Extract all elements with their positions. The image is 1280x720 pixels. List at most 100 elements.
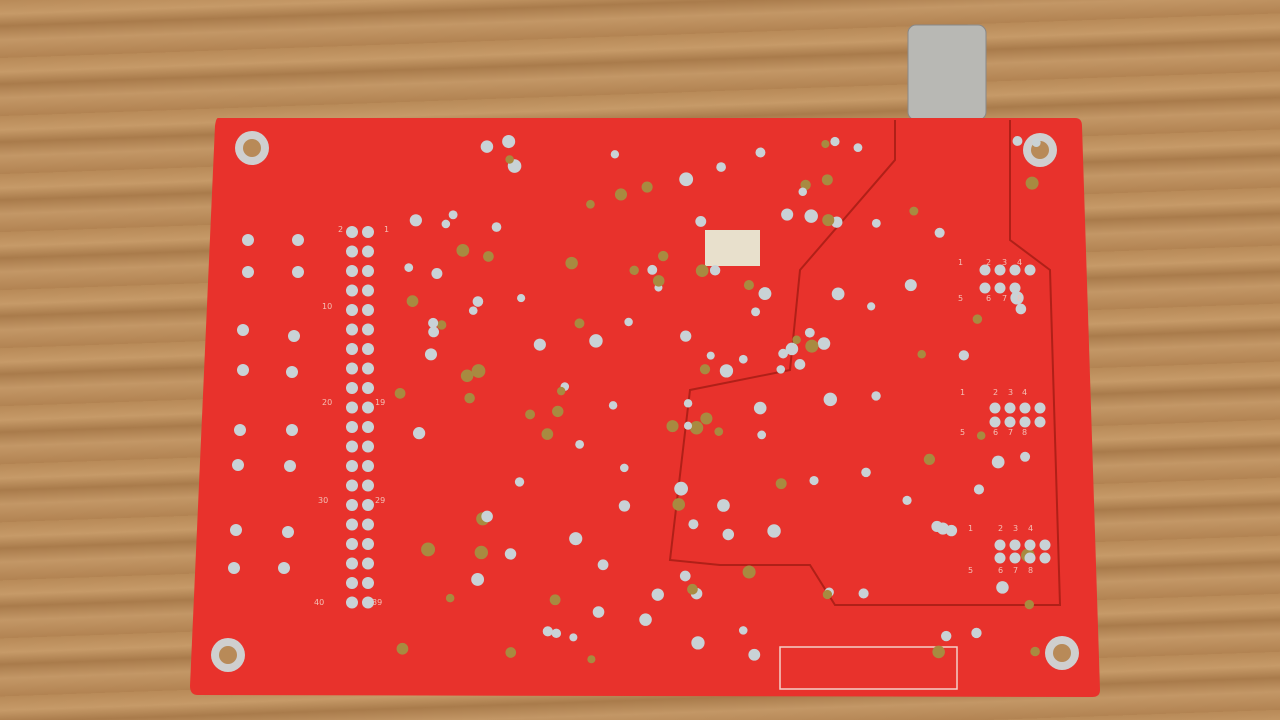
header-pad xyxy=(362,460,374,472)
solder-pad xyxy=(817,337,831,350)
solder-pad xyxy=(679,570,691,582)
header-pad xyxy=(346,421,358,433)
header-pad xyxy=(362,304,374,316)
solder-pad xyxy=(428,326,440,338)
solder-pad xyxy=(1025,176,1039,190)
solder-pad xyxy=(683,399,693,408)
solder-pad xyxy=(505,155,514,164)
solder-pad xyxy=(569,633,578,642)
solder-pad xyxy=(923,453,936,466)
solder-pad xyxy=(823,392,838,407)
connector-pad xyxy=(1009,539,1021,551)
solder-pad xyxy=(533,338,546,351)
solder-pad xyxy=(504,548,517,560)
solder-pad xyxy=(464,392,475,404)
solder-pad xyxy=(909,206,919,216)
solder-pad xyxy=(586,199,595,209)
connector-pad xyxy=(1024,552,1036,564)
header-pad xyxy=(362,499,374,511)
solder-pad xyxy=(775,478,787,490)
solder-pad xyxy=(614,188,628,201)
solder-pad xyxy=(679,172,694,187)
connector-pad xyxy=(1024,539,1036,551)
solder-pad xyxy=(424,348,438,361)
solder-pad xyxy=(1010,291,1024,305)
header-pad xyxy=(346,538,358,550)
solder-pad xyxy=(284,460,296,472)
solder-pad xyxy=(785,342,799,356)
header-pad xyxy=(362,596,374,609)
block1-label-7: 7 xyxy=(1002,294,1008,303)
header-pad xyxy=(362,343,374,355)
solder-pad xyxy=(672,498,686,511)
connector-pad xyxy=(1039,539,1051,551)
connector-pad xyxy=(979,282,991,294)
block3-label-3: 3 xyxy=(1013,524,1019,533)
solder-pad xyxy=(831,287,845,301)
solder-pad xyxy=(1020,451,1031,462)
solder-pad xyxy=(406,295,419,307)
header-pad xyxy=(362,479,374,492)
solder-pad xyxy=(991,455,1005,469)
solder-pad xyxy=(804,209,818,223)
header-pad xyxy=(362,382,374,394)
solder-pad xyxy=(798,187,808,196)
solder-pad xyxy=(861,467,871,478)
header-pad xyxy=(346,284,358,297)
solder-pad xyxy=(624,317,633,327)
pcb-board xyxy=(190,118,1100,697)
connector-pad xyxy=(1009,282,1021,294)
block3-label-7: 7 xyxy=(1013,566,1019,575)
solder-pad xyxy=(755,147,766,158)
block3-label-5: 5 xyxy=(968,566,974,575)
solder-pad xyxy=(738,626,748,635)
solder-pad xyxy=(647,264,658,275)
solder-pad xyxy=(689,421,704,435)
solder-pad xyxy=(1032,138,1041,147)
solder-pad xyxy=(228,562,240,574)
solder-pad xyxy=(468,306,478,315)
solder-pad xyxy=(973,484,985,495)
header-pad xyxy=(346,499,358,511)
solder-pad xyxy=(687,583,698,595)
solder-pad xyxy=(421,542,436,557)
block2-label-4: 4 xyxy=(1022,388,1028,397)
label-10: 10 xyxy=(322,302,333,311)
mounting-hole-center xyxy=(243,139,261,157)
mounting-holes xyxy=(211,131,1079,672)
header-pad xyxy=(362,265,374,277)
label-1: 1 xyxy=(384,225,390,234)
solder-pad xyxy=(822,214,835,227)
solder-pad xyxy=(940,630,952,642)
solder-pad xyxy=(1024,599,1034,610)
solder-pad xyxy=(706,351,715,360)
solder-pad xyxy=(569,532,583,546)
label-2: 2 xyxy=(338,225,344,234)
solder-pad xyxy=(394,387,406,399)
solder-pad xyxy=(753,401,767,415)
solder-pad xyxy=(699,364,711,375)
solder-pad xyxy=(666,420,679,433)
solder-pad xyxy=(502,135,516,149)
solder-pad xyxy=(517,294,526,303)
solder-pad xyxy=(972,314,983,324)
connector-pad xyxy=(1019,402,1031,414)
header-pad xyxy=(346,265,358,277)
solder-pad xyxy=(917,350,926,359)
solder-pad xyxy=(237,324,249,336)
solder-pad xyxy=(758,287,772,301)
block2-label-2: 2 xyxy=(993,388,999,397)
solder-pad xyxy=(639,613,652,626)
block1-label-8: 8 xyxy=(1017,294,1023,303)
solder-pad xyxy=(589,334,603,348)
block3-label-6: 6 xyxy=(998,566,1004,575)
header-pad xyxy=(362,226,374,238)
header-pad xyxy=(346,518,358,531)
solder-pad xyxy=(471,573,485,586)
solder-pad xyxy=(778,348,788,359)
solder-pad xyxy=(934,227,945,238)
block3-label-4: 4 xyxy=(1028,524,1034,533)
solder-pad xyxy=(719,364,734,378)
header-pad xyxy=(362,518,374,531)
solder-pad xyxy=(714,427,724,436)
